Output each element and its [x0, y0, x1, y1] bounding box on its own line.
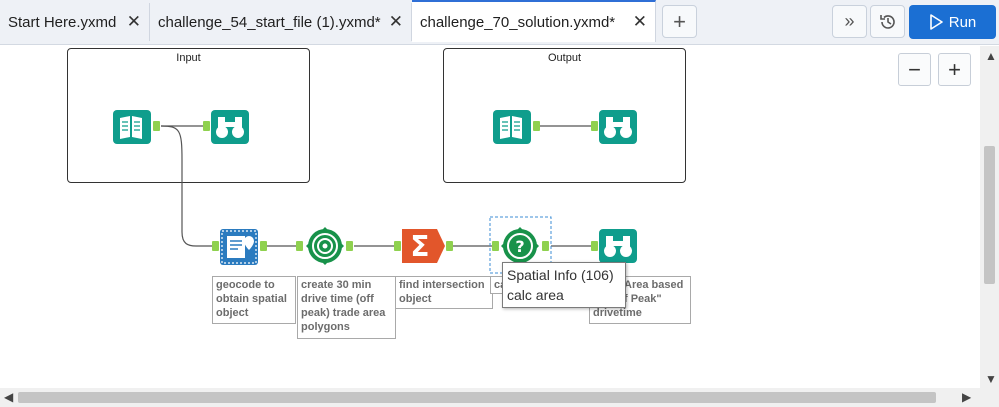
tooltip-title: Spatial Info (106): [507, 267, 614, 283]
connection: [160, 125, 212, 247]
container-title: Input: [176, 52, 201, 64]
annotation-line: peak) trade area: [301, 307, 386, 319]
annotation-line: find intersection: [399, 279, 485, 291]
tab-label: challenge_70_solution.yxmd*: [420, 13, 616, 31]
scroll-left-icon[interactable]: ◀: [4, 390, 14, 404]
input-data-icon[interactable]: [493, 110, 540, 144]
tab-label: challenge_54_start_file (1).yxmd*: [158, 13, 381, 31]
tab-bar: Start Here.yxmd ✕ challenge_54_start_fil…: [0, 0, 999, 45]
container-title: Output: [547, 52, 582, 64]
annotation-line: object: [216, 307, 249, 319]
geocoder-icon[interactable]: [212, 229, 267, 265]
browse-binoculars-icon[interactable]: [591, 229, 637, 263]
history-icon: [879, 14, 895, 29]
spatial-process-icon[interactable]: Σ: [394, 229, 453, 263]
annotation-intersection: find intersection object: [395, 276, 493, 309]
annotation-drivetime: create 30 min drive time (off peak) trad…: [297, 276, 396, 339]
horizontal-scroll-thumb[interactable]: [18, 392, 936, 403]
vertical-scrollbar[interactable]: ▲ ▼: [980, 46, 999, 388]
run-label: Run: [948, 13, 977, 31]
tool-tooltip: Spatial Info (106) calc area: [502, 262, 626, 308]
zoom-out-button[interactable]: −: [898, 53, 931, 86]
add-tab-button[interactable]: +: [662, 5, 697, 38]
double-chevron-icon: »: [844, 11, 855, 31]
vertical-scroll-thumb[interactable]: [984, 146, 995, 284]
trade-area-icon[interactable]: [296, 227, 353, 265]
plus-icon: +: [673, 8, 686, 34]
browse-binoculars-icon[interactable]: [591, 110, 637, 144]
more-button[interactable]: »: [832, 5, 867, 38]
annotation-line: f Peak": [624, 293, 662, 305]
scroll-corner: [980, 388, 999, 407]
minus-icon: −: [908, 56, 921, 82]
scroll-down-icon[interactable]: ▼: [985, 372, 997, 386]
annotation-geocode: geocode to obtain spatial object: [212, 276, 296, 324]
input-container[interactable]: Input: [67, 48, 310, 183]
close-icon[interactable]: ✕: [126, 12, 141, 31]
annotation-line: polygons: [301, 321, 350, 333]
connections: [160, 125, 591, 247]
tab-challenge-70[interactable]: challenge_70_solution.yxmd* ✕: [412, 0, 656, 42]
plus-icon: +: [948, 56, 961, 82]
annotation-line: object: [399, 293, 432, 305]
close-icon[interactable]: ✕: [388, 12, 403, 31]
tab-challenge-54[interactable]: challenge_54_start_file (1).yxmd* ✕: [150, 3, 412, 41]
horizontal-scrollbar[interactable]: ◀ ▶: [0, 388, 980, 407]
zoom-in-button[interactable]: +: [938, 53, 971, 86]
tooltip-subtitle: calc area: [507, 287, 564, 303]
browse-binoculars-icon[interactable]: [203, 110, 249, 144]
play-icon: [929, 14, 943, 30]
output-container[interactable]: Output: [443, 48, 686, 183]
annotation-line: drivetime: [593, 307, 642, 319]
tab-label: Start Here.yxmd: [8, 13, 117, 31]
history-button[interactable]: [870, 5, 905, 38]
run-button[interactable]: Run: [909, 5, 996, 39]
annotation-line: geocode to: [216, 279, 275, 291]
spatial-info-icon[interactable]: ?: [489, 216, 552, 274]
annotation-line: drive time (off: [301, 293, 374, 305]
input-data-icon[interactable]: [113, 110, 160, 144]
annotation-line: Area based: [624, 279, 684, 291]
annotation-line: obtain spatial: [216, 293, 287, 305]
svg-text:?: ?: [515, 237, 524, 256]
annotation-line: create 30 min: [301, 279, 372, 291]
scroll-up-icon[interactable]: ▲: [985, 49, 997, 63]
close-icon[interactable]: ✕: [632, 12, 647, 31]
svg-text:Σ: Σ: [410, 230, 429, 263]
scroll-right-icon[interactable]: ▶: [962, 390, 972, 404]
tab-start-here[interactable]: Start Here.yxmd ✕: [0, 3, 150, 41]
